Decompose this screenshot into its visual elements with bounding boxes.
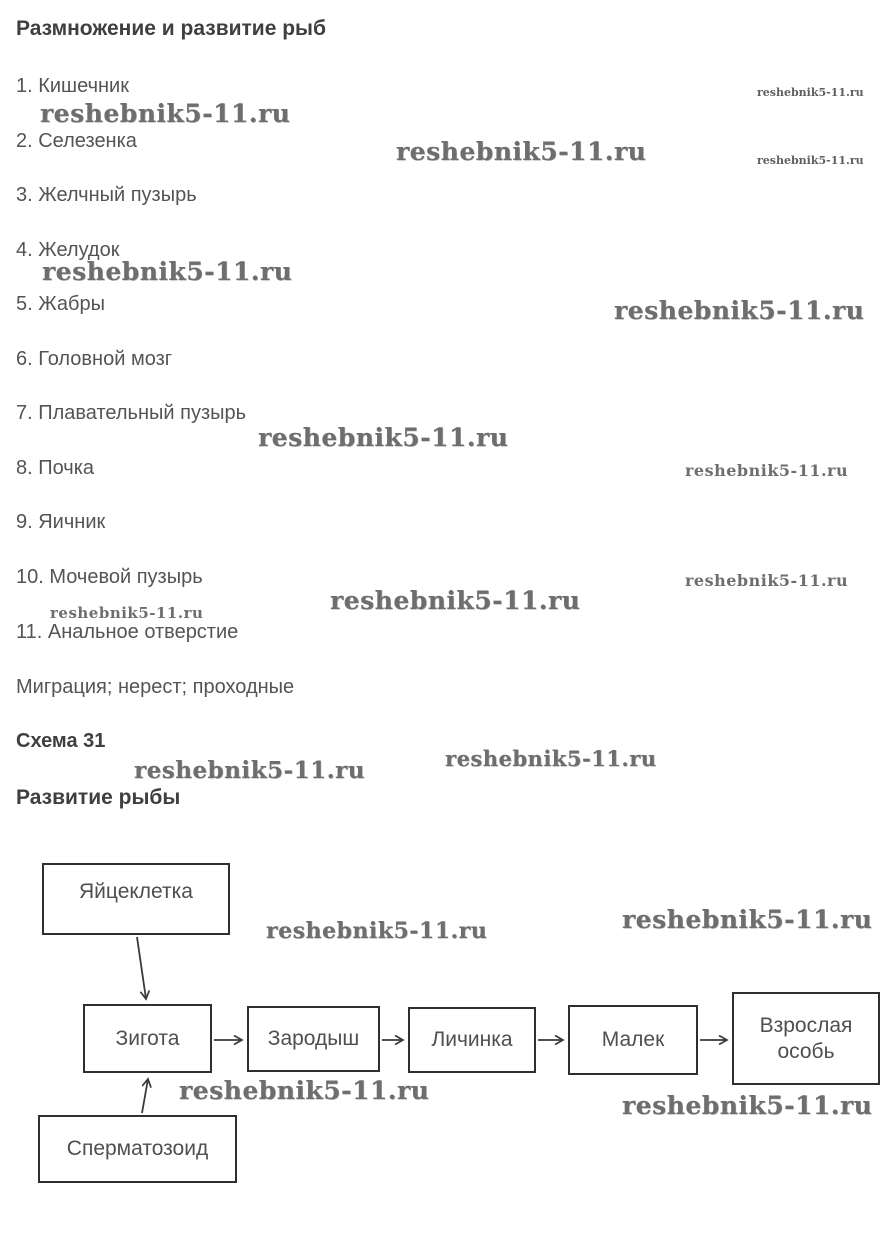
diagram-node-egg-cell: Яйцеклетка xyxy=(42,863,230,935)
watermark: reshebnik5-11.ru xyxy=(622,905,873,934)
list-item: 4. Желудок xyxy=(16,239,120,261)
list-item: 10. Мочевой пузырь xyxy=(16,566,203,588)
list-item: 9. Яичник xyxy=(16,511,106,533)
diagram-node-zygote: Зигота xyxy=(83,1004,212,1073)
arrow-sperm-to-zygote xyxy=(141,1079,148,1114)
list-item: 7. Плавательный пузырь xyxy=(16,402,247,424)
diagram-node-larva: Личинка xyxy=(408,1007,536,1073)
diagram-node-embryo: Зародыш xyxy=(247,1006,380,1072)
list-item: 5. Жабры xyxy=(16,293,106,315)
watermark: reshebnik5-11.ru xyxy=(40,99,291,128)
watermark: reshebnik5-11.ru xyxy=(42,257,293,286)
list-item: 3. Желчный пузырь xyxy=(16,184,197,206)
list-item: 6. Головной мозг xyxy=(16,348,173,370)
watermark: reshebnik5-11.ru xyxy=(622,1091,873,1120)
page-title: Размножение и развитие рыб xyxy=(16,17,326,40)
diagram-node-fry: Малек xyxy=(568,1005,698,1075)
diagram-node-sperm: Сперматозоид xyxy=(38,1115,237,1183)
watermark: reshebnik5-11.ru xyxy=(685,571,849,590)
watermark: reshebnik5-11.ru xyxy=(134,757,365,784)
scheme-title: Развитие рыбы xyxy=(16,786,181,809)
watermark: reshebnik5-11.ru xyxy=(50,604,204,622)
watermark: reshebnik5-11.ru xyxy=(757,154,864,167)
scheme-number: Схема 31 xyxy=(16,730,106,752)
diagram-node-adult: Взрослая особь xyxy=(732,992,880,1085)
watermark: reshebnik5-11.ru xyxy=(685,461,849,480)
list-item: 2. Селезенка xyxy=(16,130,137,152)
list-item: 8. Почка xyxy=(16,457,95,479)
watermark: reshebnik5-11.ru xyxy=(179,1076,430,1105)
watermark: reshebnik5-11.ru xyxy=(396,137,647,166)
watermark: reshebnik5-11.ru xyxy=(614,296,865,325)
watermark: reshebnik5-11.ru xyxy=(445,746,657,771)
terms-line: Миграция; нерест; проходные xyxy=(16,676,295,698)
arrow-egg-to-zygote xyxy=(136,936,146,999)
watermark: reshebnik5-11.ru xyxy=(757,86,864,99)
watermark: reshebnik5-11.ru xyxy=(266,918,488,944)
watermark: reshebnik5-11.ru xyxy=(330,586,581,615)
watermark: reshebnik5-11.ru xyxy=(258,423,509,452)
list-item: 11. Анальное отверстие xyxy=(16,621,239,643)
list-item: 1. Кишечник xyxy=(16,75,129,97)
